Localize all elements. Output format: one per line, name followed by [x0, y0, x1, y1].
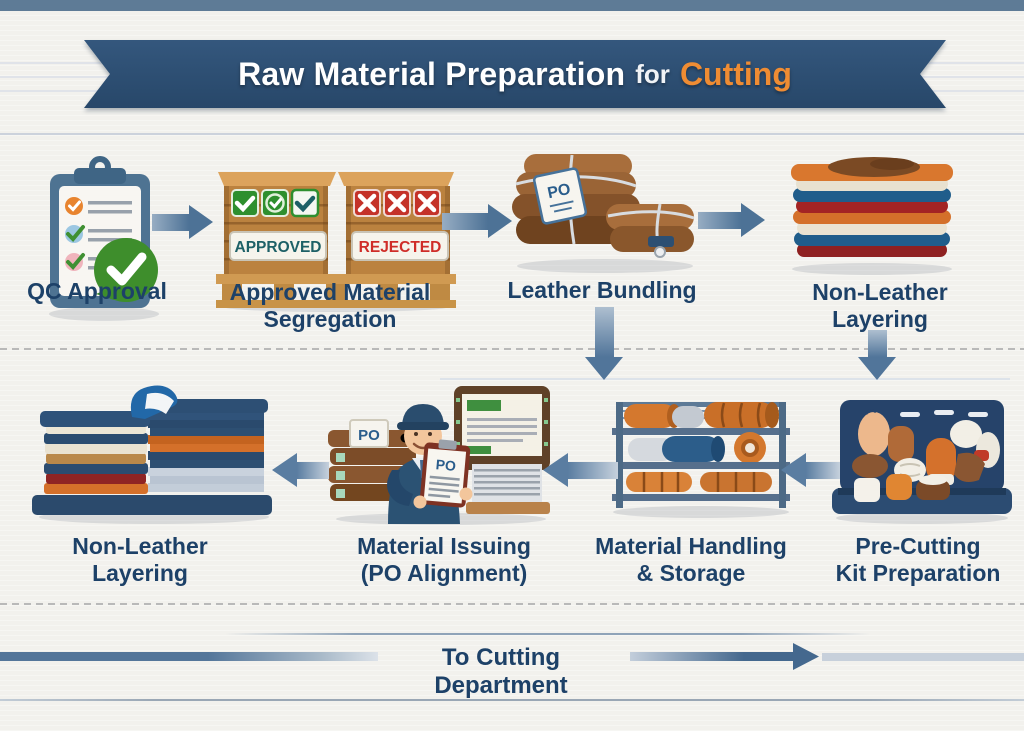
arrow-head	[272, 453, 297, 487]
arrow-head	[741, 203, 765, 237]
step-label-material-handling: Material Handling & Storage	[581, 533, 801, 587]
flow-arrow-down-2	[858, 330, 896, 380]
title-ribbon-shadow: Raw Material Preparation for Cutting	[84, 40, 946, 108]
title-connector: for	[635, 58, 670, 89]
material-issuing-icon: PO PO	[328, 386, 550, 525]
arrow-head	[858, 357, 896, 380]
arrow-shaft	[806, 461, 840, 479]
flow-arrow-right-1	[152, 205, 213, 239]
label-line: Approved Material	[229, 279, 431, 305]
footer-flow-arrow	[630, 643, 819, 670]
step-label-non-leather-row1: Non-Leather Layering	[790, 279, 970, 333]
title-accent: Cutting	[679, 55, 792, 92]
step-label-approved-segregation: Approved Material Segregation	[227, 279, 433, 333]
label-line: Pre-Cutting	[855, 533, 981, 559]
arrow-head	[781, 453, 806, 487]
faint-line	[440, 378, 1010, 380]
footer-flow-line-right	[822, 653, 1024, 661]
fabric-stack-icon	[791, 157, 953, 275]
leather-bundle-icon: PO	[512, 154, 695, 273]
title-ribbon: Raw Material Preparation for Cutting	[84, 40, 946, 108]
flow-arrow-left-2	[543, 453, 618, 487]
bottom-line	[0, 699, 1024, 701]
label-line: Leather Bundling	[507, 277, 697, 303]
label-line: Non-Leather	[812, 279, 948, 305]
step-label-precutting-kit: Pre-Cutting Kit Preparation	[808, 533, 1024, 587]
label-line: Material Issuing	[357, 533, 531, 559]
rejected-label: REJECTED	[359, 239, 442, 256]
arrow-head	[543, 453, 568, 487]
step-label-leather-bundling: Leather Bundling	[502, 277, 702, 304]
precut-kit-icon	[832, 400, 1012, 524]
label-line: Layering	[92, 560, 188, 586]
footer-label: To Cutting Department	[434, 644, 568, 699]
flow-arrow-left-3	[781, 453, 840, 487]
arrow-shaft	[867, 330, 887, 357]
arrow-head	[189, 205, 213, 239]
label-line: Kit Preparation	[835, 560, 1001, 586]
label-line: & Storage	[636, 560, 746, 586]
section-line	[0, 133, 1024, 135]
flow-arrow-right-2	[442, 204, 512, 238]
arrow-head	[585, 357, 623, 380]
arrow-shaft	[630, 652, 793, 661]
arrow-shaft	[698, 211, 741, 229]
arrow-shaft	[594, 307, 614, 357]
arrow-head	[793, 643, 819, 670]
approved-label: APPROVED	[235, 239, 322, 256]
storage-rack-icon	[612, 402, 790, 518]
layered-stack-icon	[32, 385, 272, 524]
row-divider-dashed	[0, 348, 1024, 350]
step-label-non-leather-row2: Non-Leather Layering	[45, 533, 235, 587]
footer-flow-line-left	[0, 652, 378, 661]
label-line: Material Handling	[595, 533, 787, 559]
footer-divider-dashed	[0, 603, 1024, 605]
label-line: Segregation	[263, 306, 397, 332]
po-tag-label: PO	[546, 181, 572, 202]
label-line: Layering	[832, 306, 928, 332]
step-label-material-issuing: Material Issuing (PO Alignment)	[329, 533, 559, 587]
footer-accent-line	[225, 633, 870, 635]
arrow-shaft	[152, 213, 189, 231]
title-main: Raw Material Preparation	[238, 55, 626, 92]
flow-arrow-down-1	[585, 307, 623, 380]
clipboard-check-icon	[49, 156, 159, 321]
flow-arrow-left-1	[272, 453, 329, 487]
step-label-qc-approval: QC Approval	[7, 278, 187, 305]
arrow-shaft	[297, 461, 329, 479]
top-strip	[0, 0, 1024, 11]
label-line: Non-Leather	[72, 533, 208, 559]
po-bin-label: PO	[358, 427, 380, 444]
label-line: QC Approval	[27, 278, 167, 304]
label-line: (PO Alignment)	[360, 560, 528, 586]
arrow-shaft	[568, 461, 618, 479]
po-clipboard-label: PO	[435, 456, 457, 474]
arrow-shaft	[442, 212, 488, 230]
approved-rejected-crates-icon: APPROVED REJECTED	[216, 172, 456, 312]
arrow-head	[488, 204, 512, 238]
flow-arrow-right-3	[698, 203, 765, 237]
